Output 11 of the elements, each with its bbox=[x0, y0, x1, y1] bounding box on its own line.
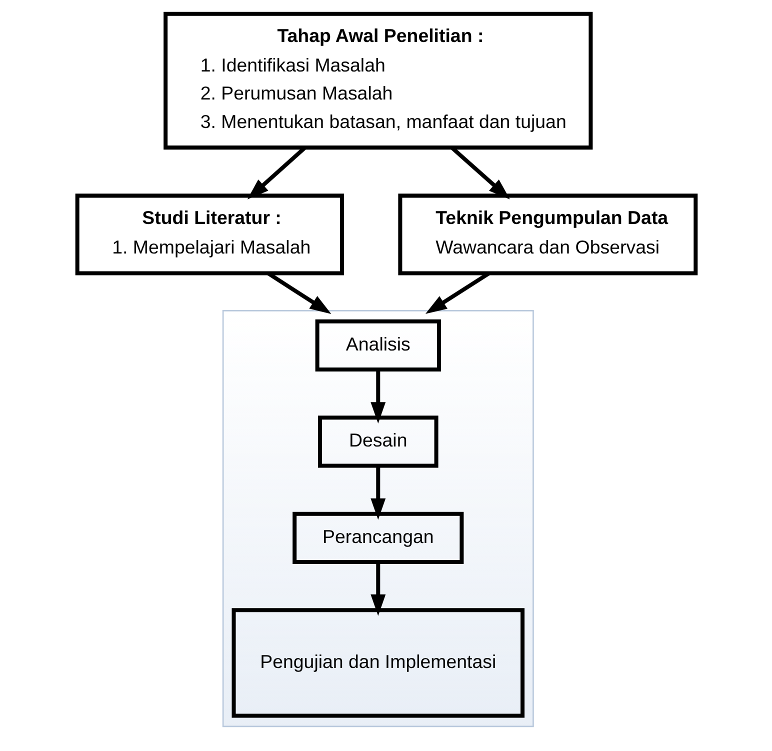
node-box: Tahap Awal Penelitian : 1. Identifikasi Masalah 2. Perumusan Masalah 3. Menentukan batasan, manfaat dan tujuan bbox=[163, 12, 592, 150]
arrow bbox=[370, 562, 386, 616]
arrow bbox=[370, 370, 386, 424]
node-box: Pengujian dan Implementasi bbox=[231, 608, 524, 718]
node-box: Teknik Pengumpulan Data Wawancara dan Observasi bbox=[398, 194, 698, 276]
cluster bbox=[222, 310, 534, 728]
node-box: Studi Literatur : 1. Mempelajari Masalah bbox=[74, 194, 344, 276]
node-box: Perancangan bbox=[292, 512, 464, 564]
node-box: Analisis bbox=[314, 319, 440, 372]
node-box: Desain bbox=[317, 416, 438, 468]
arrow bbox=[370, 466, 386, 520]
